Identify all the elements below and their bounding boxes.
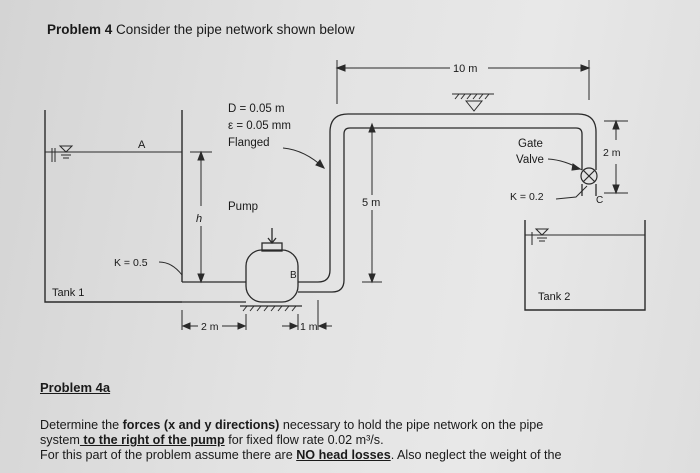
pump-ground-hatch (242, 305, 297, 312)
dimension-5m (362, 122, 382, 284)
body-line-1: Determine the forces (x and y directions… (40, 418, 544, 432)
gate-label: Gate (518, 138, 543, 150)
dimension-10m (335, 60, 591, 104)
dim-1m-label: 1 m (300, 321, 318, 333)
body-line-2: system to the right of the pump for fixe… (40, 433, 384, 447)
water-level-icon-tank2 (531, 228, 550, 245)
dimension-h (190, 150, 212, 284)
valve-outlet-pipe (581, 184, 597, 196)
flanged-label: Flanged (228, 137, 270, 149)
diameter-label: D = 0.05 m (228, 103, 285, 115)
dimension-bottom (181, 300, 332, 330)
support-hatch (452, 93, 494, 112)
point-a-label: A (138, 139, 146, 151)
gate-valve (580, 167, 598, 185)
problem-number: Problem 4 (47, 22, 113, 37)
problem-4a-heading: Problem 4a (40, 380, 111, 395)
discharge-pipe (298, 113, 597, 293)
h-label: h (196, 213, 202, 225)
dim-10m-label: 10 m (453, 63, 477, 75)
pump-label: Pump (228, 201, 258, 213)
entrance-loss-label: K = 0.5 (114, 257, 148, 269)
problem-4a-body: Determine the forces (x and y directions… (40, 418, 680, 463)
tank-1-label: Tank 1 (52, 287, 84, 299)
problem-title: Problem 4 Consider the pipe network show… (47, 22, 355, 37)
problem-intro: Consider the pipe network shown below (116, 22, 355, 37)
dim-5m-label: 5 m (362, 197, 380, 209)
valve-label: Valve (516, 154, 544, 166)
dimension-2m-right (604, 119, 628, 195)
dim-2m-right-label: 2 m (603, 147, 621, 159)
leader-lines (158, 147, 588, 276)
hatch-tank1-left (51, 148, 56, 162)
water-level-icon-tank1 (58, 145, 74, 159)
dim-2m-bottom-label: 2 m (201, 321, 219, 333)
roughness-label: ε = 0.05 mm (228, 120, 291, 132)
point-c-label: C (596, 195, 603, 206)
point-b-label: B (290, 270, 297, 281)
valve-loss-label: K = 0.2 (510, 191, 544, 203)
body-line-3: For this part of the problem assume ther… (40, 448, 562, 462)
suction-pipe (182, 281, 246, 303)
tank-1 (44, 110, 183, 303)
tank-2-label: Tank 2 (538, 291, 570, 303)
tank-2 (524, 220, 646, 311)
pump (240, 228, 302, 307)
